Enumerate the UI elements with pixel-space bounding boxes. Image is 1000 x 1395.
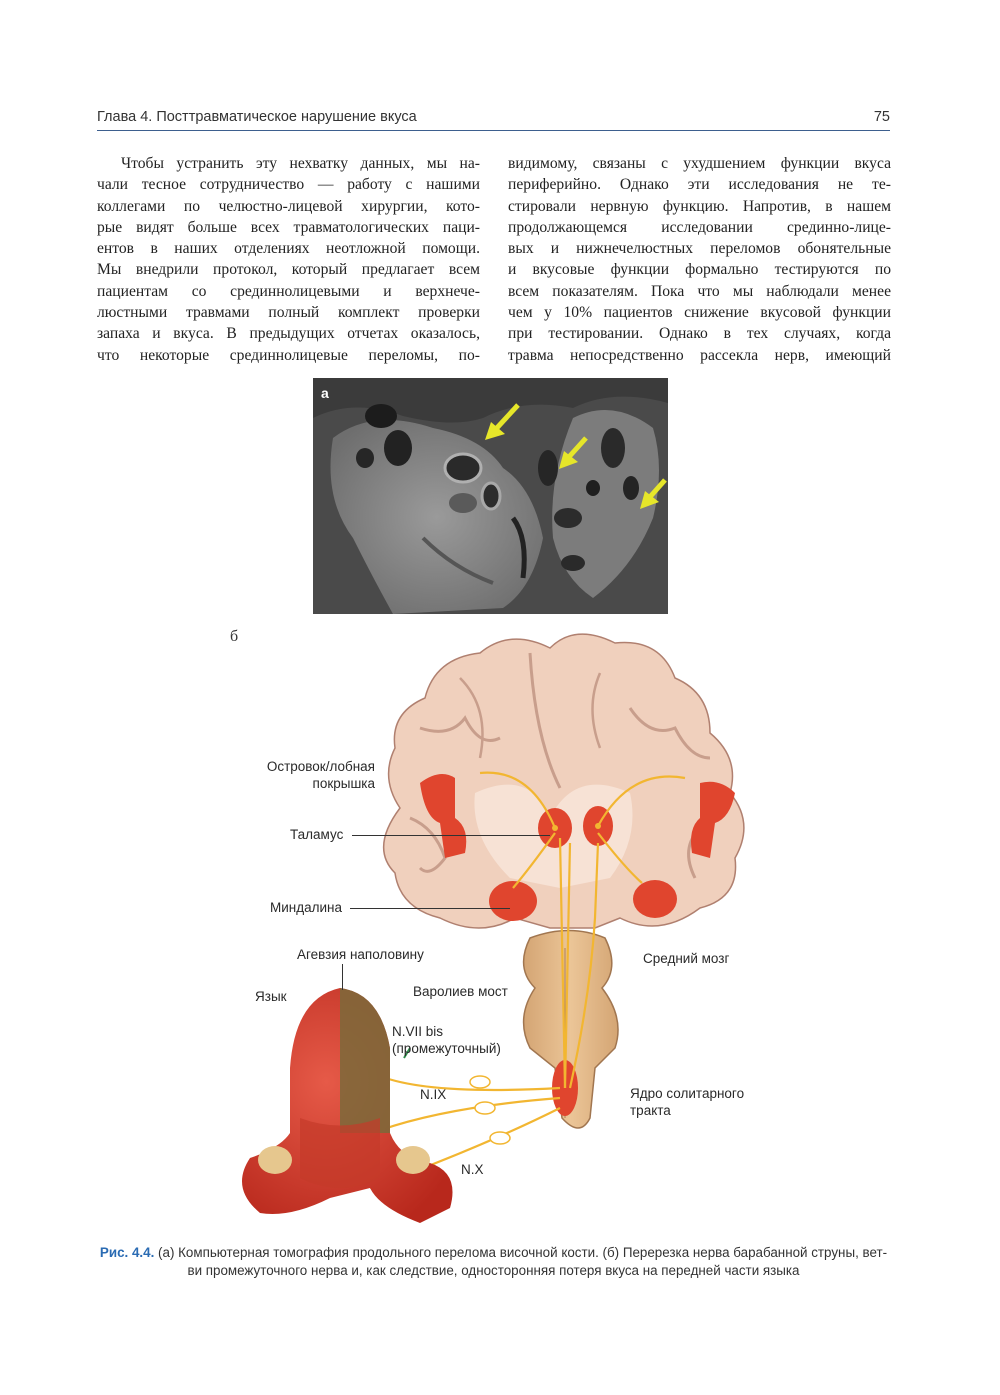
arrow-icon (485, 403, 520, 440)
text-line: ентов в наших отделениях неотложной помо… (97, 240, 480, 258)
label-insula-line-1: Островок/лобная (266, 759, 375, 774)
text-line: чем у 10% пациентов снижение вкусовой фу… (508, 304, 891, 322)
taste-pathway-drawing (242, 633, 745, 1223)
text-line: периферийно. Однако эти исследования не … (508, 176, 891, 194)
brain-cortex (382, 633, 745, 929)
text-line: что некоторые срединнолицевые переломы, … (97, 346, 480, 364)
text-column-left: Чтобы устранить эту нехватку данных, мы … (97, 153, 480, 366)
text-line: люстными травмами полный комплект провер… (97, 304, 480, 322)
leader-line (352, 835, 550, 836)
text-line: коллегами по челюстно-лицевой хирургии, … (97, 197, 480, 215)
ct-scan-image: а (313, 378, 668, 614)
insula-right (691, 781, 735, 858)
label-amygdala: Миндалина (270, 900, 343, 915)
label-insula: Островок/лобная покрышка (250, 758, 375, 792)
header-rule (97, 130, 890, 131)
taste-pathway-illustration: Островок/лобная покрышка Таламус Миндали… (230, 618, 790, 1238)
panel-b-label: б (230, 628, 239, 645)
page-number: 75 (873, 109, 890, 125)
label-n7: N.VII bis (промежуточный) (392, 1023, 501, 1057)
label-nts-line-2: тракта (630, 1103, 671, 1118)
text-line: чали тесное сотрудничество — работу с на… (97, 176, 480, 194)
panel-a-label: а (321, 385, 329, 401)
running-head: Глава 4. Посттравматическое нарушение вк… (97, 107, 890, 129)
chapter-title: Глава 4. Посттравматическое нарушение вк… (97, 109, 417, 125)
text-line: запаха и вкуса. В предыдущих отчетах ока… (97, 325, 480, 343)
label-n7-line-1: N.VII bis (392, 1024, 444, 1039)
text-column-right: видимому, связаны с ухудшением функции в… (508, 153, 891, 366)
text-line: Чтобы устранить эту нехватку данных, мы … (121, 155, 480, 172)
label-hemiageusia: Агевзия наполовину (297, 947, 424, 962)
text-line: продолжающемся исследовании срединно-лиц… (508, 218, 891, 236)
label-solitary-nucleus: Ядро солитарного тракта (630, 1085, 744, 1119)
figure-caption: Рис. 4.4. (а) Компьютерная томография пр… (97, 1244, 890, 1280)
label-nts-line-1: Ядро солитарного (630, 1086, 745, 1101)
ageusia-half (340, 988, 390, 1133)
brainstem (522, 929, 619, 1129)
text-line: при тестировании. Однако в тех случаях, … (508, 325, 891, 343)
text-line: всем показателям. Пока что мы наблюдали … (508, 282, 891, 300)
arrow-icon (559, 436, 588, 469)
ct-scan-drawing: а (313, 378, 668, 614)
label-n7-line-2: (промежуточный) (392, 1041, 501, 1056)
leader-line (350, 908, 510, 909)
label-n10: N.X (461, 1162, 484, 1177)
text-line: Мы внедрили протокол, который предлагает… (97, 261, 480, 279)
label-tongue: Язык (255, 989, 287, 1004)
text-line: вых и нижнечелюстных переломов обонятель… (508, 240, 891, 258)
text-line: и вкусовые функции формально тестируются… (508, 261, 891, 279)
insula-left (420, 774, 467, 858)
label-insula-line-2: покрышка (312, 776, 375, 791)
text-line: видимому, связаны с ухудшением функции в… (508, 155, 891, 172)
text-line: рые видят больше всех травматологических… (97, 218, 480, 236)
label-pons: Варолиев мост (413, 984, 508, 999)
text-line: пациентам со срединнолицевыми и верхнече… (97, 282, 480, 300)
caption-figure-label: Рис. 4.4. (99, 1245, 155, 1260)
label-thalamus: Таламус (290, 827, 344, 842)
caption-line-1: (а) Компьютерная томография продольного … (154, 1245, 888, 1260)
arrow-icon (640, 478, 667, 509)
text-line: травма непосредственно рассекла нерв, им… (508, 346, 891, 364)
label-n9: N.IX (420, 1087, 447, 1102)
caption-line-2: ви промежуточного нерва и, как следствие… (187, 1263, 800, 1278)
amygdala-left (489, 881, 537, 921)
label-midbrain: Средний мозг (643, 951, 730, 966)
text-line: стировали нервную функцию. Напротив, в н… (508, 197, 891, 215)
amygdala-right (633, 880, 677, 918)
leader-line (342, 964, 343, 990)
